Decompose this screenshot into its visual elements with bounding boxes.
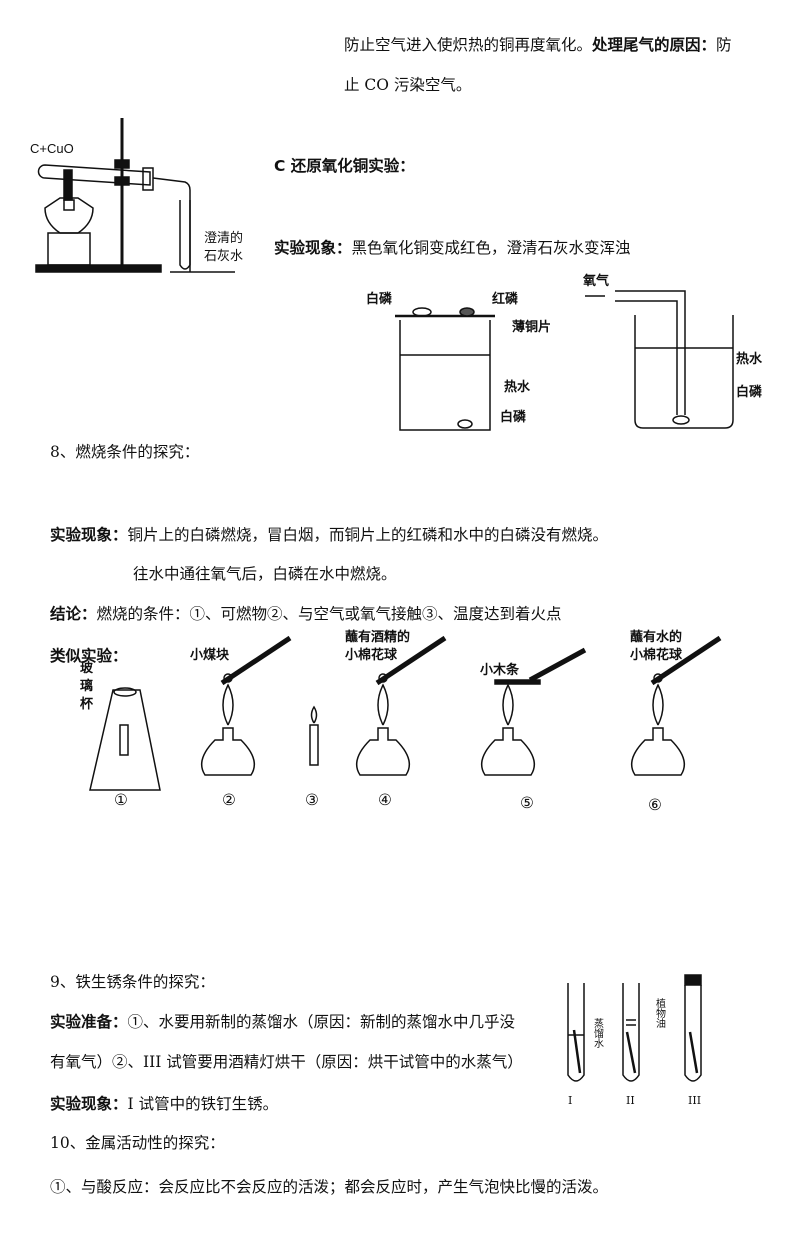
figure-number: ③ — [305, 791, 319, 809]
figure-label: C+CuO — [30, 141, 74, 156]
text-line: 实验现象：I 试管中的铁钉生锈。 — [50, 1095, 279, 1113]
figure-label: 小棉花球 — [630, 648, 683, 663]
figure-label: 小棉花球 — [345, 648, 398, 663]
figure-label: 白磷 — [736, 385, 763, 400]
text-line: 防止空气进入使炽热的铜再度氧化。处理尾气的原因：防 — [344, 36, 732, 54]
text-line: ①、与酸反应：会反应比不会反应的活泼；都会反应时，产生气泡快比慢的活泼。 — [50, 1178, 609, 1196]
figure-label: 澄清的 — [204, 231, 244, 246]
text-line: 实验现象：黑色氧化铜变成红色，澄清石灰水变浑浊 — [274, 239, 631, 257]
figure-label: 蘸有水的 — [630, 630, 683, 645]
figure-label: 石灰水 — [204, 249, 244, 264]
text-line: 止 CO 污染空气。 — [344, 76, 472, 94]
figure-label: 白磷 — [366, 292, 393, 307]
figure-label: 红磷 — [492, 292, 519, 307]
text-line: 有氧气）②、III 试管要用酒精灯烘干（原因：烘干试管中的水蒸气） — [50, 1053, 523, 1071]
text-line: 往水中通往氧气后，白磷在水中燃烧。 — [133, 565, 397, 583]
figure-label: 小煤块 — [190, 648, 230, 663]
beaker-copper-figure — [395, 307, 495, 431]
tube-label: I — [568, 1094, 573, 1107]
figure-number: ② — [222, 791, 236, 809]
figure-number: ⑤ — [520, 794, 534, 812]
test-tubes-figure — [567, 974, 702, 1082]
figure-number: ① — [114, 791, 128, 809]
figure-label: 植物油 — [656, 999, 666, 1030]
figure-label: 玻璃杯 — [80, 661, 94, 712]
figure-label: 白磷 — [500, 410, 527, 425]
section-heading: 8、燃烧条件的探究： — [50, 443, 200, 461]
similar-experiments-figure — [89, 635, 722, 791]
text-line: 结论：燃烧的条件：①、可燃物②、与空气或氧气接触③、温度达到着火点 — [50, 605, 562, 623]
figure-label: 蒸馏水 — [594, 1019, 604, 1050]
tube-label: III — [688, 1094, 702, 1107]
section-heading: C 还原氧化铜实验： — [274, 157, 415, 175]
figure-label: 薄铜片 — [512, 320, 552, 335]
text-line: 类似实验： — [50, 647, 128, 665]
beaker-oxygen-figure — [585, 290, 734, 429]
tube-label: II — [626, 1094, 635, 1107]
section-heading: 10、金属活动性的探究： — [50, 1134, 225, 1152]
figure-label: 蘸有酒精的 — [345, 630, 411, 645]
figure-number: ⑥ — [648, 796, 662, 814]
text-line: 实验准备：①、水要用新制的蒸馏水（原因：新制的蒸馏水中几乎没 — [50, 1013, 516, 1031]
figure-number: ④ — [378, 791, 392, 809]
text-line: 实验现象：铜片上的白磷燃烧，冒白烟，而铜片上的红磷和水中的白磷没有燃烧。 — [50, 526, 609, 544]
figure-label: 氧气 — [583, 274, 610, 289]
section-heading: 9、铁生锈条件的探究： — [50, 973, 215, 991]
c-cuo-apparatus-figure — [35, 118, 235, 273]
figure-label: 热水 — [736, 352, 763, 367]
figure-label: 热水 — [504, 380, 531, 395]
figure-label: 小木条 — [480, 663, 520, 678]
